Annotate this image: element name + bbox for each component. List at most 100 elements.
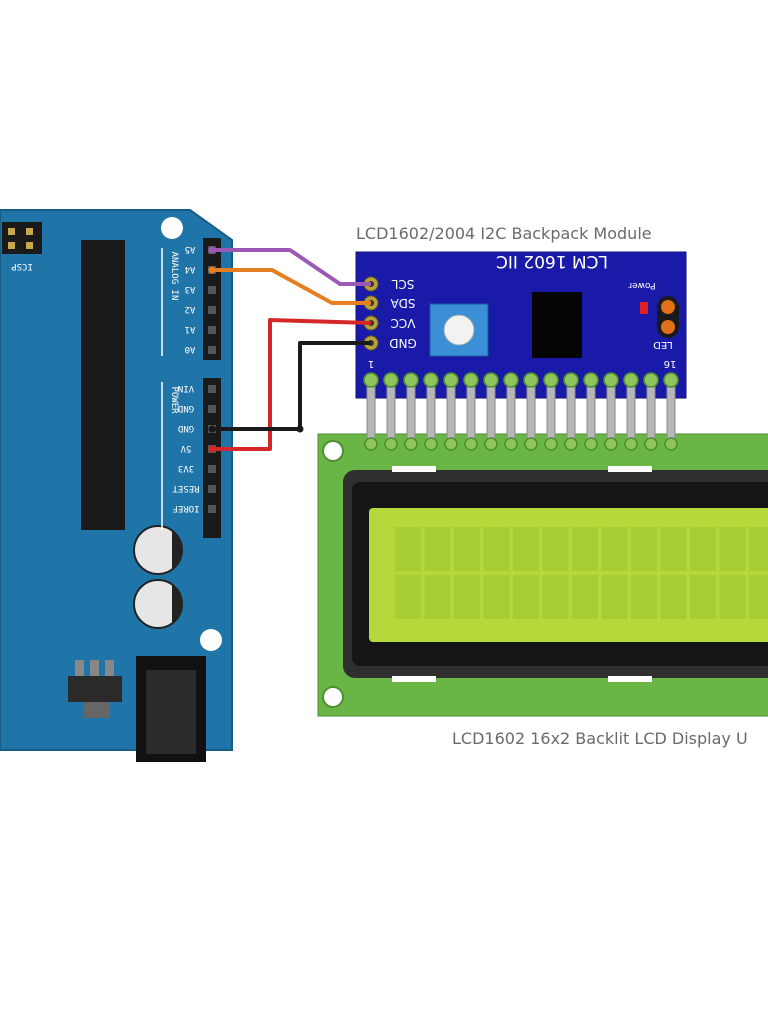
character-cell [542,527,569,571]
lcd-display [317,433,768,717]
solder-pad [444,437,458,451]
pin-label: A4 [185,264,196,274]
solder-pad [363,372,379,388]
header-pin-3v3[interactable] [208,465,216,473]
capacitor [133,579,183,629]
character-cell [395,575,421,619]
led-jumper[interactable] [657,296,679,338]
solder-pad [384,437,398,451]
backpack-pin-label: VCC [391,316,416,330]
character-cell [513,527,539,571]
solder-pad [383,372,399,388]
wire-a5-to-scl [212,248,371,286]
wire-endpoint [208,266,216,274]
solder-pad [403,372,419,388]
pin-label: GND [178,403,194,413]
character-cell [483,575,510,619]
character-cell [454,575,480,619]
character-cell [395,527,421,571]
icsp-label: ICSP [11,261,33,271]
capacitor [133,525,183,575]
backpack-pin-label: SDA [390,296,416,310]
solder-pad [504,437,518,451]
solder-pad [603,372,619,388]
solder-pad [364,437,378,451]
solder-pad [664,437,678,451]
pin-label: A3 [185,284,196,294]
pin-label: GND [178,423,194,433]
icsp-header: ICSP [2,222,42,271]
character-cell [542,575,569,619]
solder-pad [524,437,538,451]
solder-pad [643,372,659,388]
solder-pad [624,437,638,451]
character-cell [601,575,628,619]
mounting-hole [322,686,344,708]
solder-pad [563,372,579,388]
solder-pad [424,437,438,451]
pin-label: A5 [185,244,196,254]
solder-pad [544,437,558,451]
character-cell [660,527,687,571]
character-cell [513,575,539,619]
header-pin-a2[interactable] [208,306,216,314]
power-jack [136,656,206,762]
header-pin-reset[interactable] [208,485,216,493]
wire-endpoint [208,445,216,453]
solder-pad [484,437,498,451]
header-pin-gnd[interactable] [208,405,216,413]
wire-a4-to-sda [212,268,371,305]
pin-number-first: 1 [368,358,374,369]
backpack-pin-label: GND [389,336,417,350]
header-pin-a1[interactable] [208,326,216,334]
chip-label: LCM 1602 IIC [496,251,608,271]
character-cell [690,575,716,619]
solder-pad [523,372,539,388]
contrast-potentiometer[interactable] [429,303,489,357]
header-pin-a0[interactable] [208,346,216,354]
pin-label: 5V [180,443,191,453]
wire-junction [296,425,304,433]
pin-label: A2 [185,304,196,314]
solder-pad [604,437,618,451]
solder-pad [663,372,679,388]
character-cell [719,575,746,619]
solder-pad [584,437,598,451]
pin-label: 3V3 [178,463,194,473]
lcd-display-title: LCD1602 16x2 Backlit LCD Display U [452,729,748,748]
microcontroller-chip [81,240,125,530]
character-cell [424,575,451,619]
header-pins [363,372,679,451]
analog-in-label: ANALOG IN [169,252,179,301]
wire-endpoint [208,246,216,254]
led-label: LED [653,339,673,350]
wires [208,246,372,453]
power-led [640,302,648,314]
header-pin-vin[interactable] [208,385,216,393]
pin-label: RESET [172,483,200,493]
character-cell [749,527,768,571]
solder-pad [623,372,639,388]
power-label: POWER [169,386,179,414]
mounting-hole [161,217,183,239]
pin-label: VIN [178,383,194,393]
pin-label: A0 [185,344,196,354]
wire-gnd-to-gnd [212,341,371,431]
character-cell [572,527,598,571]
character-cell [690,527,716,571]
character-cell [719,527,746,571]
header-pin-a3[interactable] [208,286,216,294]
solder-pad [644,437,658,451]
solder-pad [423,372,439,388]
character-cell [424,527,451,571]
mounting-hole [322,440,344,462]
wire-endpoint [208,425,216,433]
character-grid [395,527,768,619]
wire-5v-to-vcc [212,318,372,451]
header-pin-ioref[interactable] [208,505,216,513]
solder-pad [463,372,479,388]
character-cell [631,527,657,571]
solder-pad [503,372,519,388]
character-cell [483,527,510,571]
